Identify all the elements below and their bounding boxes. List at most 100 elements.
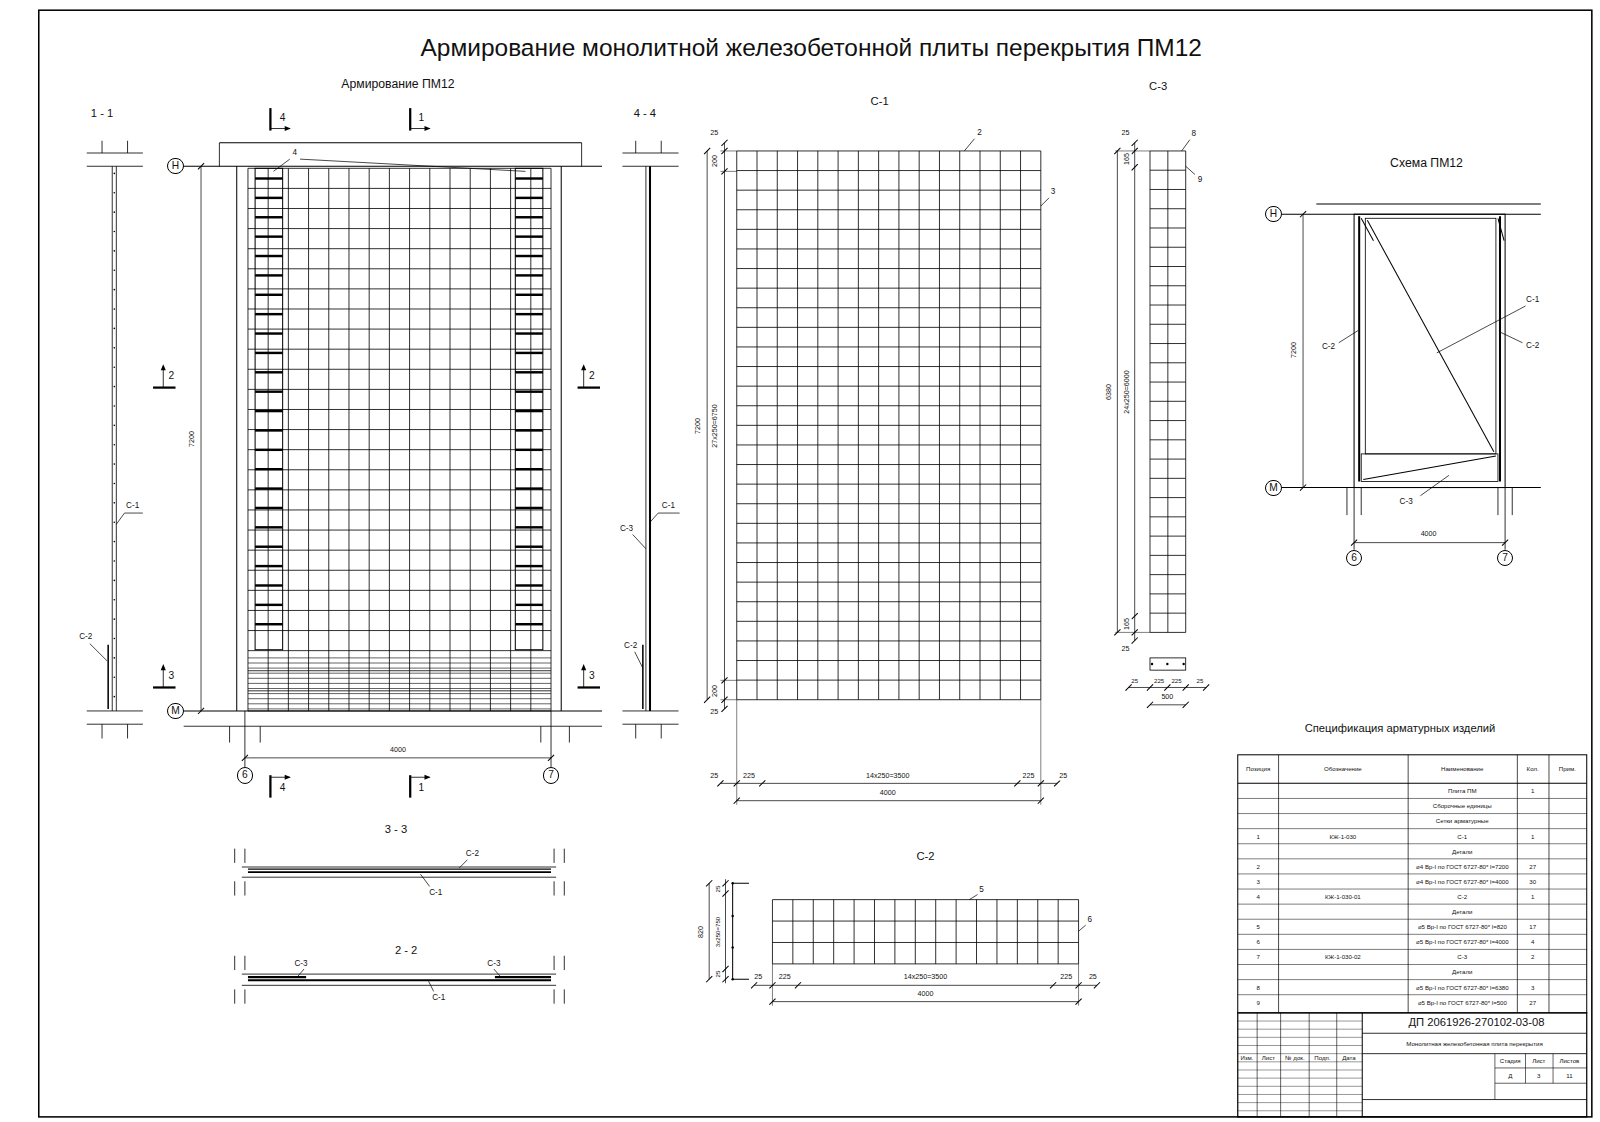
drawing-line	[244, 881, 245, 895]
mesh-c2	[874, 900, 875, 964]
rebar-dot	[113, 250, 115, 252]
drawing-label: С-3	[1399, 498, 1414, 506]
table-cell: 1	[1255, 833, 1260, 839]
mesh-c1	[737, 346, 1041, 347]
drawing-line	[661, 141, 662, 153]
drawing-line	[87, 153, 143, 154]
dim-tick	[548, 755, 554, 761]
table-cell: 7	[1255, 954, 1260, 960]
dimension-line	[1134, 143, 1135, 641]
mesh-c3-bar	[255, 545, 283, 547]
arrow-head	[581, 664, 586, 670]
mesh-c2	[248, 657, 551, 658]
table-cell: Лист	[1531, 1058, 1546, 1064]
mesh-c2	[1361, 454, 1498, 482]
drawing-line	[569, 726, 570, 742]
mesh-c1	[429, 168, 430, 711]
extension-line	[736, 700, 737, 805]
drawing-label: 25	[715, 970, 721, 979]
mesh-c3	[1150, 324, 1186, 325]
drawing-line	[1362, 1033, 1586, 1034]
mesh-c2	[772, 963, 1078, 964]
drawing-label: 7200	[695, 417, 702, 435]
drawing-title: Армирование монолитной железобетонной пл…	[420, 36, 1203, 60]
mesh-c3	[1499, 216, 1501, 481]
mesh-c3	[1150, 420, 1186, 421]
drawing-line	[554, 989, 555, 1003]
axis-bubble: 6	[1346, 550, 1362, 566]
dim-tick	[1132, 613, 1138, 619]
mesh-c3	[1150, 227, 1186, 228]
mesh-c3	[1150, 170, 1186, 171]
table-rule	[1238, 1102, 1362, 1103]
table-cell: 3	[1536, 1072, 1541, 1078]
mesh-c1	[369, 168, 370, 711]
mesh-c3	[495, 976, 551, 978]
leader-line	[90, 644, 107, 661]
table-rule	[1238, 1053, 1362, 1054]
mesh-c2	[107, 645, 109, 709]
axis-bubble: М	[167, 703, 183, 719]
drawing-label: 14х250=3500	[865, 773, 910, 780]
mesh-c3	[255, 168, 283, 649]
section-mark	[269, 108, 271, 130]
table-rule	[1238, 1094, 1362, 1095]
rebar-dot	[731, 882, 733, 884]
mesh-c2	[248, 678, 551, 679]
dim-tick	[1132, 140, 1138, 146]
drawing-label: С-1	[1525, 296, 1540, 304]
rebar-dot	[113, 657, 115, 659]
leader-line	[124, 513, 142, 514]
axis-label: 6	[242, 770, 248, 780]
mesh-c3-bar	[255, 487, 283, 489]
drawing-label: 25	[1196, 678, 1205, 684]
dim-tick	[1014, 780, 1020, 786]
mesh-c3-bar	[255, 235, 283, 237]
rebar-dot	[1166, 663, 1168, 665]
drawing-label: 3	[1050, 188, 1057, 196]
dimension-line	[1117, 151, 1118, 632]
mesh-c1	[510, 168, 511, 711]
table-rule	[1238, 798, 1587, 799]
mesh-c3	[1150, 285, 1186, 286]
mesh-c3-bar	[515, 216, 543, 218]
table-rule	[1238, 889, 1587, 890]
rebar-dot	[113, 386, 115, 388]
leader-line	[420, 874, 429, 886]
dim-tick	[759, 780, 765, 786]
table-cell: ⌀5 Вр-I по ГОСТ 6727-80* l=6380	[1415, 984, 1510, 990]
mesh-c1	[737, 405, 1041, 406]
drawing-label: 225	[1153, 678, 1165, 684]
table-rule	[1408, 755, 1409, 1013]
leader-line	[969, 895, 977, 900]
mesh-c3-bar	[255, 313, 283, 315]
drawing-label: 4	[279, 113, 287, 123]
dim-tick	[1502, 540, 1508, 546]
table-cell: 11	[1565, 1072, 1573, 1078]
mesh-c2	[833, 900, 834, 964]
mesh-c1	[1367, 220, 1494, 452]
dim-tick	[1126, 684, 1132, 690]
mesh-c2	[792, 900, 793, 964]
dimension-line	[725, 879, 726, 983]
mesh-c3-bar	[515, 313, 543, 315]
drawing-label: 4000	[389, 747, 407, 754]
drawing-label: 4	[279, 783, 287, 793]
dim-tick	[1300, 211, 1306, 217]
mesh-c1	[248, 570, 551, 571]
table-cell: Кол.	[1526, 766, 1540, 772]
mesh-c3	[1150, 247, 1186, 248]
table-cell: 3	[1255, 879, 1260, 885]
drawing-label: 14х250=3500	[903, 974, 948, 981]
dim-tick	[721, 140, 727, 146]
drawing-label: Спецификация арматурных изделий	[1304, 723, 1497, 734]
mesh-c1	[248, 308, 551, 309]
mesh-c1	[248, 349, 551, 350]
table-rule	[1238, 1061, 1362, 1062]
drawing-label: 25	[753, 974, 763, 981]
leader-line	[1182, 140, 1190, 151]
axis-bubble: М	[1265, 480, 1281, 496]
mesh-c1	[737, 680, 1041, 681]
mesh-c1	[490, 168, 491, 711]
mesh-c3	[1150, 401, 1186, 402]
